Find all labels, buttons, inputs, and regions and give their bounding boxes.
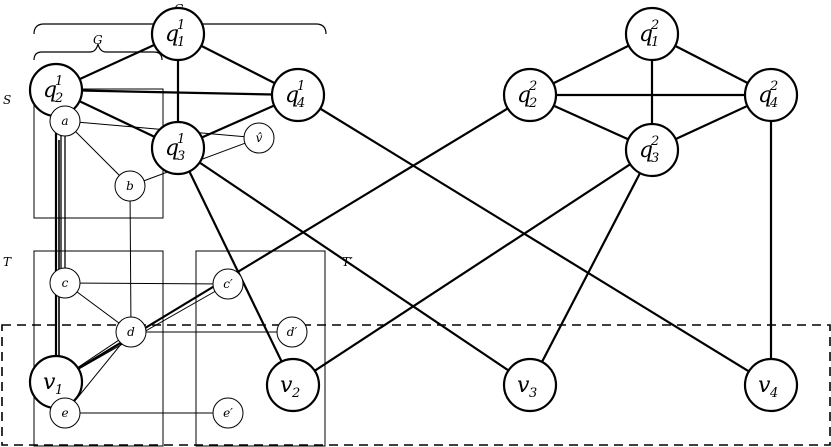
- node-label-c: c: [62, 276, 69, 290]
- node-sup-q1_1: 1: [177, 18, 185, 33]
- edge-q3_2-v3: [529, 149, 653, 386]
- node-sup-q2_2: 2: [528, 79, 537, 94]
- node-label-dp: d′: [287, 325, 298, 339]
- node-d: [115, 316, 147, 348]
- node-dp: [276, 316, 308, 348]
- node-sub-v4: 4: [769, 386, 778, 401]
- node-label-q1_1: q: [165, 22, 179, 47]
- node-q3_1: [150, 120, 206, 176]
- node-sub-q1_2: 1: [651, 35, 659, 50]
- edge-c-cp: [64, 282, 229, 285]
- node-q4_2: [743, 67, 799, 123]
- node-sub-q2_2: 2: [528, 96, 537, 111]
- node-label-ep: e′: [223, 406, 233, 420]
- node-label-q3_2: q: [639, 138, 653, 163]
- node-sub-q4_2: 4: [769, 96, 778, 111]
- edge-q3_1-v2: [177, 147, 294, 386]
- node-label-cp: c′: [223, 277, 233, 291]
- node-cp: [212, 268, 244, 300]
- node-label-v4: v: [758, 373, 771, 398]
- set-t-label: T: [3, 255, 12, 269]
- dashed-region: [1, 324, 831, 446]
- node-sup-q1_2: 2: [650, 18, 659, 33]
- node-v3: [502, 357, 558, 413]
- set-t-box: [33, 250, 164, 447]
- node-q3_2: [624, 122, 680, 178]
- brace-inner: [33, 43, 163, 61]
- node-v4: [743, 357, 799, 413]
- node-label-v1: v: [43, 370, 56, 395]
- node-sub-q1_1: 1: [177, 35, 185, 50]
- node-vhat: [243, 122, 275, 154]
- edge-b-d: [129, 185, 132, 333]
- node-sup-q4_2: 2: [769, 79, 778, 94]
- node-q1_1: [150, 6, 206, 62]
- node-label-q1_2: q: [639, 22, 653, 47]
- node-b: [114, 170, 146, 202]
- node-label-q4_2: q: [758, 83, 772, 108]
- node-label-q4_1: q: [285, 83, 299, 108]
- node-sup-q4_1: 1: [297, 79, 305, 94]
- node-sub-v2: 2: [291, 386, 300, 401]
- node-label-e: e: [61, 406, 68, 420]
- brace-inner-label: G: [93, 33, 103, 47]
- node-label-vhat: v̂: [256, 131, 263, 145]
- node-label-v2: v: [280, 373, 293, 398]
- node-sup-q3_1: 1: [177, 132, 185, 147]
- node-label-a: a: [61, 114, 68, 128]
- node-e: [49, 397, 81, 429]
- node-sub-q3_2: 3: [651, 151, 659, 166]
- node-ep: [212, 397, 244, 429]
- node-q2_2: [502, 67, 558, 123]
- node-sup-q2_1: 1: [55, 74, 63, 89]
- node-q4_1: [270, 67, 326, 123]
- node-label-q2_1: q: [43, 78, 57, 103]
- node-sub-v1: 1: [55, 383, 63, 398]
- node-label-q3_1: q: [165, 136, 179, 161]
- node-q1_2: [624, 6, 680, 62]
- edge-q3_1-v3: [177, 147, 531, 386]
- node-sub-q2_1: 2: [54, 91, 63, 106]
- node-v2: [265, 357, 321, 413]
- edge-q2_1-q4_1: [55, 88, 299, 97]
- node-label-q2_2: q: [517, 83, 531, 108]
- node-label-b: b: [126, 179, 134, 193]
- node-v1: [28, 354, 84, 410]
- set-t-prime-box: [195, 250, 326, 447]
- node-sub-q3_1: 3: [177, 149, 185, 164]
- node-a: [49, 105, 81, 137]
- edge-q4_1-v4: [297, 94, 772, 386]
- set-s-label: S: [3, 93, 11, 107]
- node-sub-v3: 3: [529, 386, 537, 401]
- node-sub-q4_1: 4: [296, 96, 305, 111]
- node-label-d: d: [127, 325, 135, 339]
- node-c: [49, 267, 81, 299]
- node-sup-q3_2: 2: [650, 134, 659, 149]
- edge-q3_2-v2: [292, 149, 653, 386]
- node-label-v3: v: [517, 373, 530, 398]
